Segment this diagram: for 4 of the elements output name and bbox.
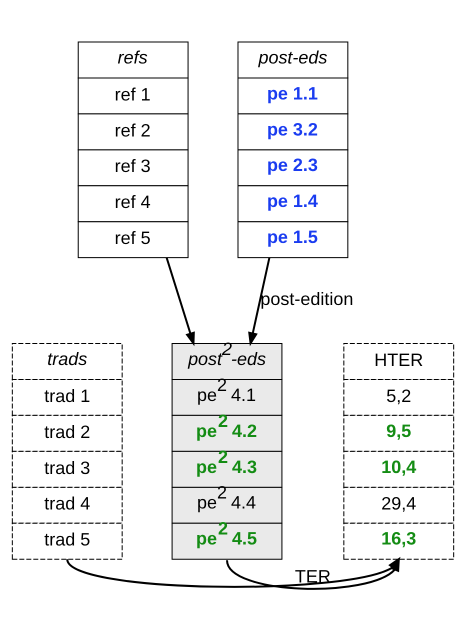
arrow: [248, 258, 270, 346]
arrow: [166, 257, 195, 346]
edge-label: post-edition: [260, 289, 354, 309]
edge-label: TER: [294, 566, 331, 587]
